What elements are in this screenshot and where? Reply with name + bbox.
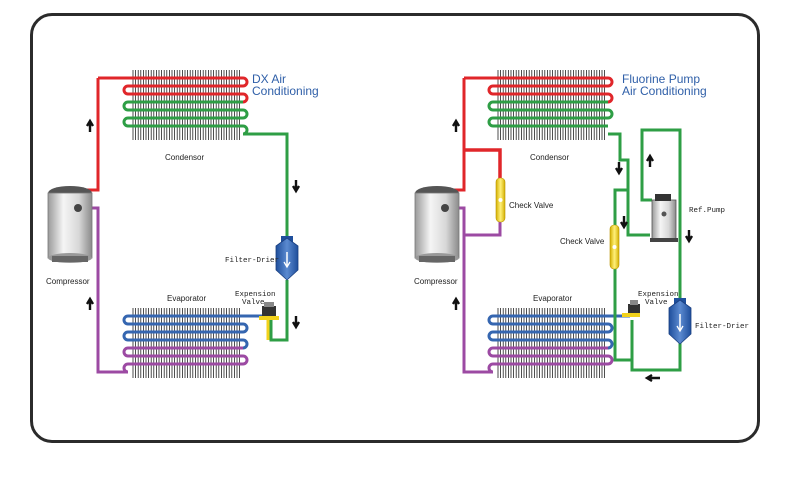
- flow-arrow-icon: [85, 118, 95, 132]
- check-valve-icon: [495, 177, 506, 223]
- left-evaporator-label: Evaporator: [167, 294, 206, 303]
- compressor-icon: [47, 186, 93, 263]
- ref-pump-icon: [650, 194, 678, 242]
- discharge-bypass: [464, 148, 502, 180]
- compressor-icon: [414, 186, 460, 263]
- flow-arrow-icon: [85, 296, 95, 310]
- flow-arrows: [85, 118, 301, 330]
- liquid-lines: [608, 128, 682, 372]
- filter-drier-icon: [668, 298, 692, 345]
- right-title-line2: Air Conditioning: [622, 84, 707, 98]
- discharge-line: [452, 78, 466, 192]
- right-filter-drier-label: Filter-Drier: [695, 323, 749, 331]
- expansion-valve-icon: [622, 300, 640, 317]
- flow-arrows: [451, 118, 694, 383]
- right-evaporator-label: Evaporator: [533, 294, 572, 303]
- suction-bypass: [464, 220, 502, 237]
- flow-arrow-icon: [451, 118, 461, 132]
- left-condensor-label: Condensor: [165, 153, 204, 162]
- evaporator-fins: [132, 308, 241, 378]
- expansion-valve-icon: [259, 302, 279, 320]
- flow-arrow-icon: [291, 316, 301, 330]
- liquid-line: [246, 132, 289, 240]
- liquid-line-lower: [269, 280, 289, 342]
- evaporator-fins: [497, 308, 605, 378]
- discharge-line: [85, 78, 100, 192]
- left-title-line2: Conditioning: [252, 84, 319, 98]
- right-ref-pump-label: Ref.Pump: [689, 207, 725, 215]
- flow-arrow-icon: [645, 153, 655, 167]
- left-expansion-label-1: Expension: [235, 291, 276, 299]
- flow-arrow-icon: [619, 216, 629, 230]
- right-title-line1: Fluorine Pump: [622, 72, 700, 86]
- right-compressor-label: Compressor: [414, 277, 458, 286]
- condenser-coil: [98, 76, 250, 136]
- evaporator-coil: [100, 314, 268, 374]
- condenser-coil: [464, 76, 614, 128]
- flow-arrow-icon: [614, 162, 624, 176]
- right-expansion-label-1: Expension: [638, 291, 679, 299]
- right-condensor-label: Condensor: [530, 153, 569, 162]
- right-check-valve-left-label: Check Valve: [560, 237, 605, 246]
- flow-arrow-icon: [291, 180, 301, 194]
- flow-arrow-icon: [684, 230, 694, 244]
- flow-arrow-icon: [644, 373, 660, 383]
- evaporator-coil: [465, 314, 630, 374]
- check-valve-icon: [609, 224, 620, 270]
- left-diagram: DX Air Conditioning Condensor Compressor…: [46, 70, 319, 378]
- right-expansion-label-2: Valve: [645, 299, 668, 307]
- right-check-valve-top-label: Check Valve: [509, 201, 554, 210]
- left-compressor-label: Compressor: [46, 277, 90, 286]
- filter-drier-icon: [275, 236, 299, 281]
- left-expansion-label-2: Valve: [242, 299, 265, 307]
- condenser-fins: [497, 70, 605, 140]
- left-filter-drier-label: Filter-Drier: [225, 257, 279, 265]
- flow-arrow-icon: [451, 296, 461, 310]
- right-diagram: Fluorine Pump Air Conditioning Condensor…: [414, 70, 749, 383]
- condenser-fins: [132, 70, 241, 140]
- left-title-line1: DX Air: [252, 72, 286, 86]
